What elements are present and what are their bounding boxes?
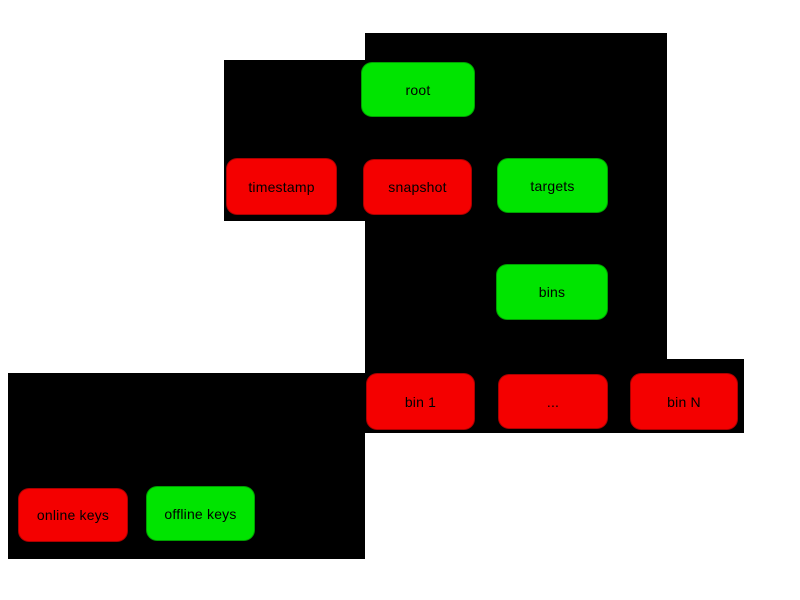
legend-online-keys-label: online keys <box>36 507 110 523</box>
node-snapshot: snapshot <box>363 159 472 215</box>
legend-offline-keys: offline keys <box>146 486 255 541</box>
node-targets-label: targets <box>530 177 575 194</box>
node-bin-ellipsis-label: ... <box>546 393 560 410</box>
node-bin-n-label: bin N <box>667 393 701 410</box>
node-root-label: root <box>405 81 431 98</box>
node-snapshot-label: snapshot <box>388 179 447 195</box>
node-bins: bins <box>496 264 608 320</box>
node-bin-ellipsis: ... <box>498 374 608 429</box>
node-bin-1: bin 1 <box>366 373 475 430</box>
node-bin-n: bin N <box>630 373 738 430</box>
node-root: root <box>361 62 475 117</box>
node-timestamp: timestamp <box>226 158 337 215</box>
node-bins-label: bins <box>538 284 566 300</box>
node-timestamp-label: timestamp <box>248 178 315 195</box>
legend-offline-keys-label: offline keys <box>164 505 237 522</box>
legend-online-keys: online keys <box>18 488 128 542</box>
node-targets: targets <box>497 158 608 213</box>
node-bin-1-label: bin 1 <box>404 393 437 410</box>
